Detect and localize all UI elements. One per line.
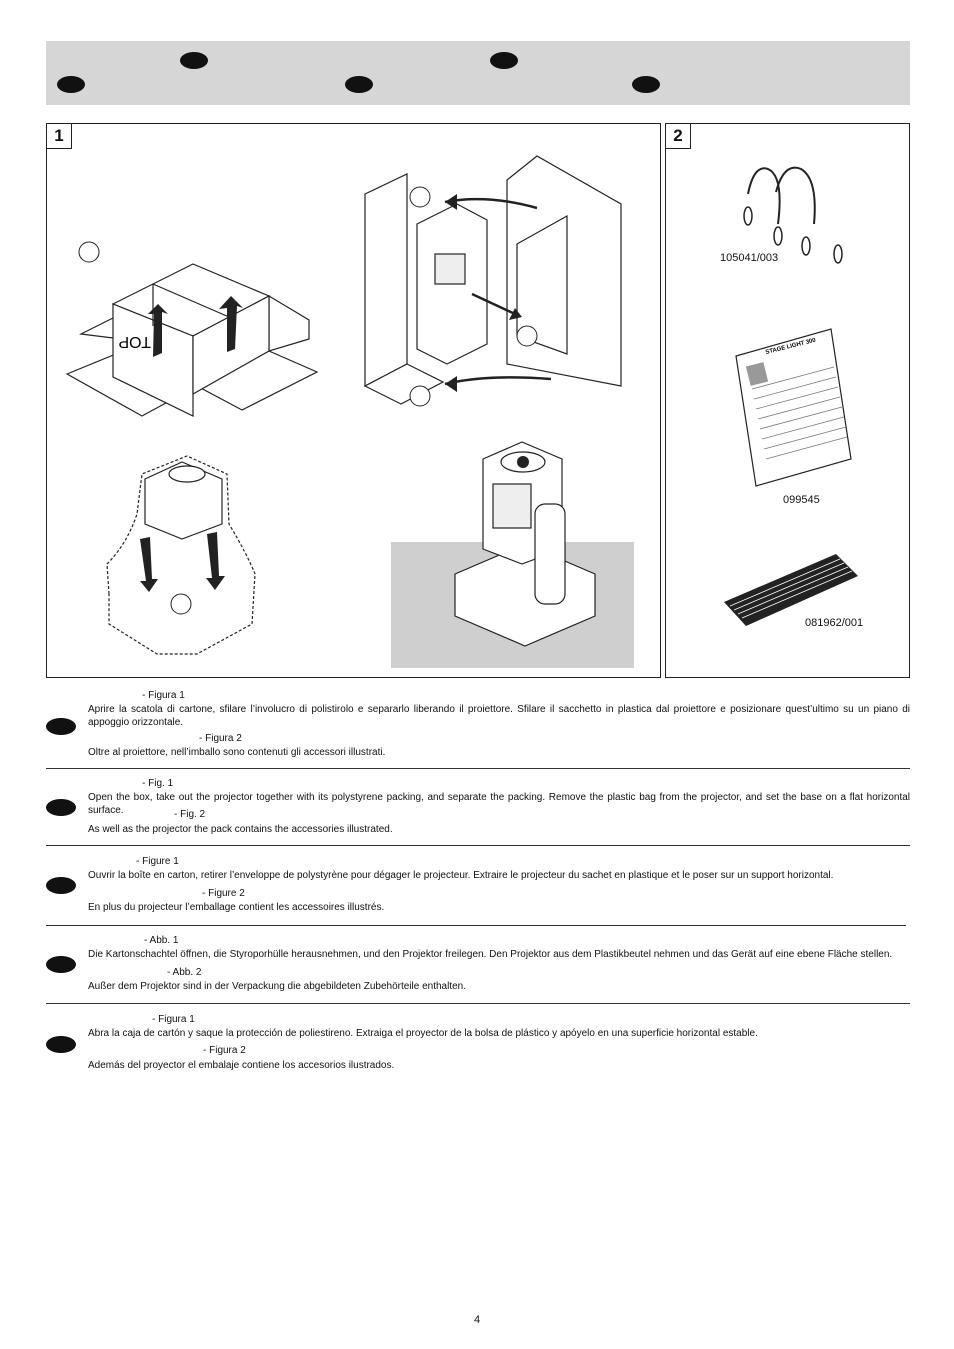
figure-1-panel: 1 TOP (46, 123, 661, 678)
section-english: - Fig. 1 Open the box, take out the proj… (46, 778, 910, 838)
paragraph: Die Kartonschachtel öffnen, die Styropor… (88, 949, 893, 960)
header-banner (46, 41, 910, 105)
paragraph: Außer dem Projektor sind in der Verpacku… (88, 981, 467, 992)
section-french: - Figure 1 Ouvrir la boîte en carton, re… (46, 856, 910, 916)
figure-reference: - Figure 1 (136, 856, 179, 867)
figure-reference: - Abb. 1 (144, 935, 179, 946)
language-marker-icon (46, 877, 76, 894)
divider (46, 925, 906, 926)
figure-reference: - Figure 2 (202, 888, 245, 899)
language-marker-icon (46, 799, 76, 816)
divider (46, 845, 910, 846)
figure-reference: - Figura 2 (203, 1045, 246, 1056)
figure-reference: - Figura 1 (152, 1014, 195, 1025)
language-marker-icon (46, 1036, 76, 1053)
figure-reference: - Figura 1 (142, 690, 185, 701)
section-italian: - Figura 1 Aprire la scatola di cartone,… (46, 690, 910, 760)
paragraph: Oltre al proiettore, nell’imballo sono c… (88, 747, 386, 758)
figure-reference: - Abb. 2 (167, 967, 202, 978)
paragraph: En plus du projecteur l’emballage contie… (88, 902, 385, 913)
carton-box-illustration: TOP (65, 155, 634, 668)
language-marker-icon (632, 76, 660, 93)
paragraph: As well as the projector the pack contai… (88, 824, 393, 835)
box-top-label: TOP (118, 333, 151, 350)
paragraph: Además del proyector el embalaje contien… (88, 1060, 395, 1071)
divider (46, 1003, 910, 1004)
part-code: 105041/003 (720, 252, 779, 264)
language-marker-icon (490, 52, 518, 69)
safety-cable-icon (743, 166, 843, 264)
section-german: - Abb. 1 Die Kartonschachtel öffnen, die… (46, 935, 910, 995)
divider (46, 768, 910, 769)
page-number: 4 (473, 1314, 481, 1326)
manual-icon: STAGE LIGHT 300 (735, 328, 852, 487)
paragraph: Ouvrir la boîte en carton, retirer l’env… (88, 870, 834, 881)
language-marker-icon (57, 76, 85, 93)
language-marker-icon (46, 718, 76, 735)
figure-reference: - Fig. 1 (142, 778, 174, 789)
language-marker-icon (46, 956, 76, 973)
section-spanish: - Figura 1 Abra la caja de cartón y saqu… (46, 1014, 910, 1074)
figure-reference: - Figura 2 (199, 733, 242, 744)
language-marker-icon (345, 76, 373, 93)
language-marker-icon (180, 52, 208, 69)
figure-1-number: 1 (47, 124, 72, 149)
part-code: 081962/001 (805, 617, 864, 629)
paragraph: Open the box, take out the projector tog… (88, 792, 910, 816)
figure-reference: - Fig. 2 (174, 809, 206, 820)
part-code: 099545 (783, 494, 820, 506)
figure-2-panel: 2 105041/003 STAGE LIGHT 300 099545 (665, 123, 910, 678)
filter-grid-icon (724, 554, 858, 626)
figure-2-number: 2 (666, 124, 691, 149)
paragraph: Abra la caja de cartón y saque la protec… (88, 1028, 758, 1039)
paragraph: Aprire la scatola di cartone, sfilare l’… (88, 704, 910, 728)
